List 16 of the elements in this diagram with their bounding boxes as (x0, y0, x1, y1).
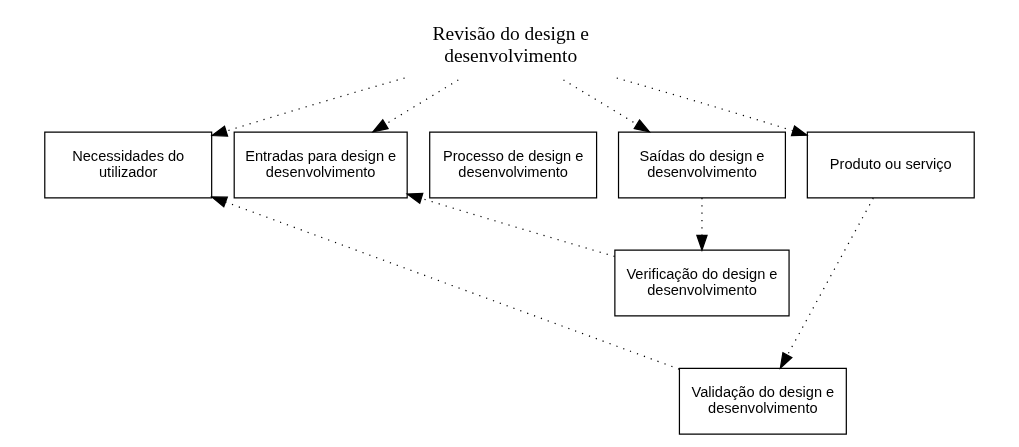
arrow (210, 195, 680, 370)
arrow (696, 196, 708, 252)
node-box: Validação do design e desenvolvimento (678, 367, 847, 435)
arrow (562, 78, 651, 133)
node-box: Saídas do design e desenvolvimento (617, 130, 786, 198)
arrow (405, 192, 616, 257)
node-box: Necessidades do utilizador (44, 130, 213, 198)
arrow (616, 76, 809, 136)
node-box: Produto ou serviço (806, 130, 975, 198)
node-box: Entradas para design e desenvolvimento (233, 130, 408, 198)
arrow (779, 197, 874, 370)
arrow (210, 76, 406, 137)
node-text: Revisão do design e desenvolvimento (432, 22, 589, 66)
node-box: Processo de design e desenvolvimento (429, 130, 598, 198)
node-box: Verificação do design e desenvolvimento (614, 249, 790, 317)
arrow (371, 78, 459, 133)
